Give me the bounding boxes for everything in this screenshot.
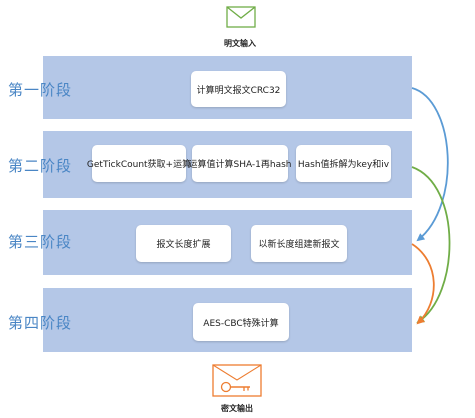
step-new-message: 以新长度组建新报文 (251, 225, 347, 262)
output-envelope (212, 364, 262, 398)
stage-label-4: 第四阶段 (8, 314, 73, 332)
arrow-stage2-to-stage4 (411, 166, 451, 324)
arrow-stage3-to-stage4 (411, 243, 435, 325)
step-sha1: 运算值计算SHA-1再hash (188, 145, 292, 182)
envelope-icon (226, 6, 256, 28)
step-gettickcount: GetTickCount获取+运算 (87, 145, 191, 182)
step-key-iv: Hash值拆解为key和iv (296, 145, 391, 182)
stage-label-3: 第三阶段 (8, 233, 73, 251)
output-label: 密文输出 (221, 404, 253, 413)
input-envelope (226, 6, 256, 32)
stage-label-2: 第二阶段 (8, 157, 73, 175)
step-aes-cbc: AES-CBC特殊计算 (193, 303, 289, 341)
arrow-stage1-to-stage3 (411, 87, 449, 242)
input-label: 明文输入 (224, 39, 256, 48)
step-length-extend: 报文长度扩展 (136, 225, 231, 262)
step-crc32: 计算明文报文CRC32 (191, 71, 286, 107)
stage-label-1: 第一阶段 (8, 81, 73, 99)
key-envelope-icon (212, 364, 262, 397)
